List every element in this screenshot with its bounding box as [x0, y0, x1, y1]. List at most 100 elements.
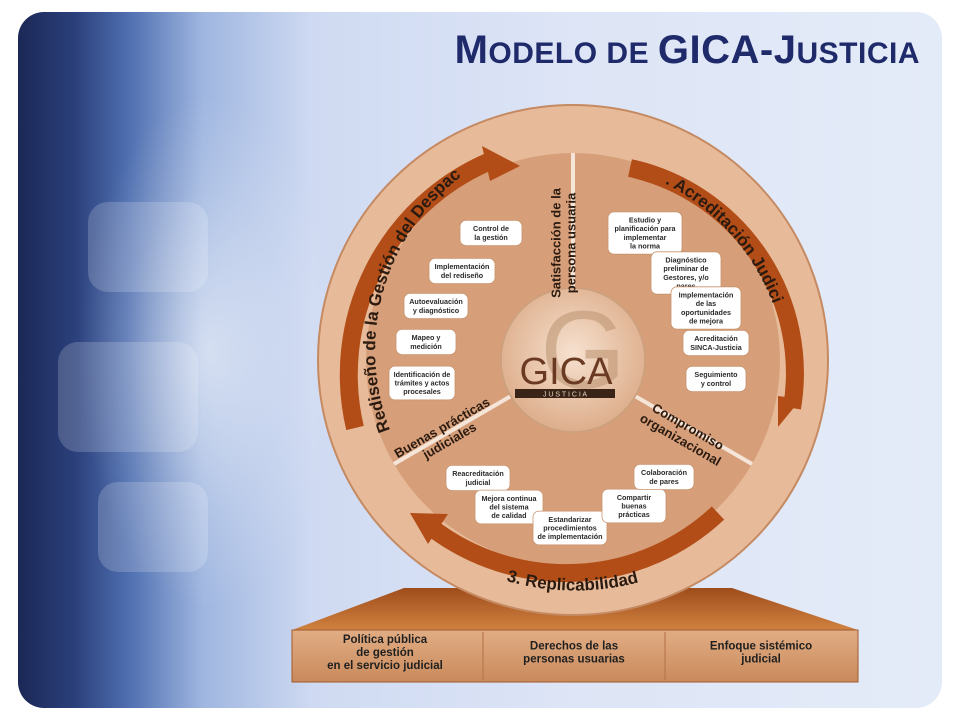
title-part: GICA-J [657, 28, 797, 72]
arrow-accreditation-band [628, 159, 804, 410]
text-line: Mejora continua [481, 494, 537, 503]
gica-logo-text: GICA [520, 351, 614, 393]
background-glow [78, 92, 338, 612]
text-line: Implementación [679, 291, 734, 300]
step-box [670, 286, 742, 330]
base-platform-front [292, 630, 858, 682]
text-line: de pares [649, 477, 679, 486]
step-box [601, 488, 667, 524]
text-line: procedimientos [543, 524, 597, 533]
svg-text:Satisfacción de lapersona usua: Satisfacción de lapersona usuaria [549, 187, 579, 298]
text-line: y diagnóstico [413, 306, 460, 315]
text-line: Acreditación [694, 334, 738, 343]
gear-decoration [98, 482, 208, 572]
text-line: preliminar de [663, 264, 708, 273]
text-line: en el servicio judicial [327, 660, 443, 672]
text-line: judicial [740, 654, 781, 666]
text-line: Colaboración [641, 468, 687, 477]
text-line: Enfoque sistémico [710, 641, 812, 653]
base-outline [291, 629, 859, 683]
text-line: planificación para [614, 224, 676, 233]
text-line: Identificación de [394, 370, 451, 379]
text-line: medición [410, 342, 442, 351]
step-box [633, 463, 695, 490]
text-line: del sistema [489, 503, 529, 512]
text-line: trámites y actos [395, 379, 450, 388]
step-box [395, 328, 457, 355]
text-line: SINCA-Justicia [690, 343, 743, 352]
page-title: MODELO DE GICA-JUSTICIA [455, 28, 920, 73]
sector-label-satisfaccion: Satisfacción de lapersona usuaria [549, 187, 579, 298]
text-line: de las [696, 299, 716, 308]
step-box [428, 257, 496, 284]
text-line: judicial [465, 478, 491, 487]
text-line: Reacreditación [452, 469, 504, 478]
text-line: Autoevaluación [409, 297, 463, 306]
arrow-redesign-band [339, 153, 492, 431]
arrow-replicability-band [426, 506, 725, 583]
text-line: la norma [630, 241, 661, 250]
text-line: Mapeo y [412, 333, 441, 342]
text-line: y control [701, 379, 731, 388]
arrow-redesign-head [482, 146, 520, 181]
text-line: procesales [403, 387, 441, 396]
text-line: de implementación [537, 532, 602, 541]
text-line: Derechos de las [530, 641, 618, 653]
text-line: de calidad [491, 511, 526, 520]
title-part: USTICIA [796, 37, 920, 70]
title-part: ODELO DE [488, 37, 658, 70]
text-line: la gestión [474, 233, 508, 242]
text-line: Diagnóstico [665, 256, 707, 265]
text-line: buenas [621, 502, 646, 511]
text-line: de gestión [356, 647, 414, 659]
logo-underline [515, 389, 615, 398]
text-line: Estudio y [629, 216, 661, 225]
step-box [403, 292, 469, 319]
text-line: Política pública [343, 634, 428, 646]
title-part: M [454, 28, 489, 72]
text-line: persona usuaria [564, 192, 579, 293]
gica-logo-subtext: J U S T I C I A [543, 392, 587, 399]
step-box [685, 365, 747, 392]
text-line: Satisfacción de la [549, 187, 564, 298]
gear-decoration [58, 342, 198, 452]
text-line: Estandarizar [548, 515, 591, 524]
text-line: del rediseño [441, 271, 484, 280]
text-line: Implementación [435, 262, 490, 271]
step-box [474, 489, 544, 525]
text-line: Control de [473, 224, 509, 233]
text-line: Seguimiento [694, 370, 738, 379]
text-line: prácticas [618, 510, 650, 519]
step-box [388, 365, 456, 401]
step-box [682, 329, 750, 356]
step-box [532, 510, 608, 546]
step-box [607, 211, 683, 255]
text-line: implementar [624, 233, 667, 242]
arrow-accreditation-head [778, 396, 801, 427]
text-line: personas usuarias [523, 654, 625, 666]
step-box [459, 219, 523, 246]
